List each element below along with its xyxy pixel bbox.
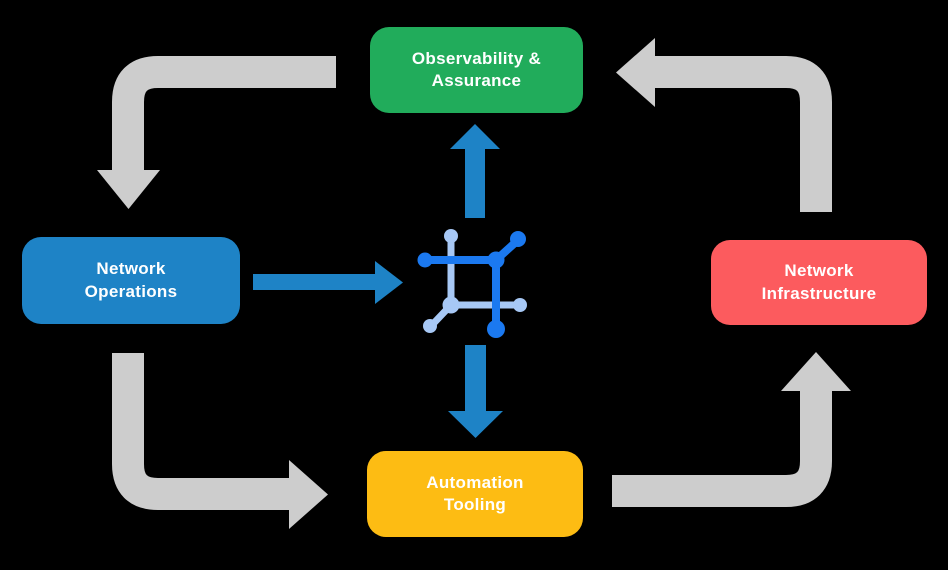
network-icon-node — [510, 231, 526, 247]
node-network-infrastructure: Network Infrastructure — [711, 240, 927, 325]
arrow-tooling-to-infrastructure — [612, 352, 851, 507]
network-icon-node — [442, 296, 460, 314]
node-label-line: Assurance — [431, 71, 522, 90]
network-icon-node — [444, 229, 458, 243]
network-icon-node — [423, 319, 437, 333]
arrow-head-down-icon — [448, 411, 503, 438]
arrow-operations-to-tooling — [112, 353, 328, 529]
arrow-center-to-tooling — [448, 345, 503, 438]
arrow-shaft — [612, 391, 832, 507]
arrow-shaft — [112, 56, 336, 171]
network-mesh-icon — [417, 229, 527, 338]
network-icon-node — [487, 320, 505, 338]
node-label-line: Operations — [84, 281, 178, 301]
arrow-shaft — [465, 147, 485, 218]
node-label-line: Infrastructure — [761, 283, 877, 303]
node-observability-assurance: Observability & Assurance — [370, 27, 583, 113]
arrow-head-right-icon — [375, 261, 403, 304]
arrow-infrastructure-to-observability — [616, 38, 832, 212]
network-icon-node — [487, 251, 505, 269]
arrow-head-down-icon — [97, 170, 160, 209]
arrow-head-left-icon — [616, 38, 655, 107]
arrow-shaft — [112, 353, 290, 510]
arrow-observability-to-operations — [97, 56, 336, 209]
node-label-line: Observability & — [411, 48, 542, 68]
node-label-line: Tooling — [443, 495, 507, 514]
node-network-operations: Network Operations — [22, 237, 240, 324]
arrow-center-to-observability — [450, 124, 500, 218]
network-icon-node — [513, 298, 527, 312]
arrow-head-up-icon — [450, 124, 500, 149]
node-label-line: Network — [784, 261, 854, 281]
node-label-line: Automation — [426, 472, 524, 492]
node-label-line: Network — [96, 259, 166, 279]
arrow-shaft — [654, 56, 832, 212]
arrow-operations-to-center — [253, 261, 403, 304]
arrow-head-up-icon — [781, 352, 851, 391]
arrow-shaft — [465, 345, 486, 412]
arrow-shaft — [253, 274, 375, 290]
arrow-head-right-icon — [289, 460, 328, 529]
node-automation-tooling: Automation Tooling — [367, 451, 583, 537]
network-icon-node — [417, 252, 433, 268]
